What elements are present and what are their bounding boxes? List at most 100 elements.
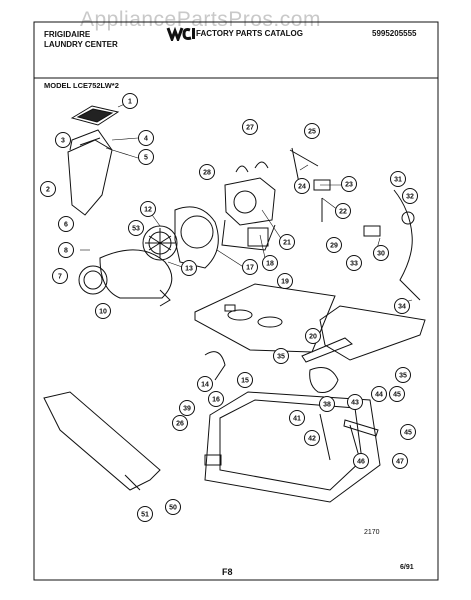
callout-label: 20 [309, 334, 317, 341]
callout-label: 32 [406, 194, 414, 201]
callout-c20: 20 [305, 328, 321, 344]
product-category: LAUNDRY CENTER [44, 40, 118, 49]
lint-filter-part [70, 105, 120, 126]
callout-label: 19 [281, 279, 289, 286]
callout-circle [400, 424, 416, 440]
callout-c18: 18 [262, 255, 278, 271]
callout-circle [208, 391, 224, 407]
callout-c53: 53 [128, 220, 144, 236]
callout-c5: 5 [138, 149, 154, 165]
callout-circle [305, 328, 321, 344]
callout-circle [371, 386, 387, 402]
callout-label: 51 [141, 512, 149, 519]
callout-circle [165, 499, 181, 515]
callout-circle [52, 268, 68, 284]
callout-circle [179, 400, 195, 416]
thermostat-part [204, 351, 226, 381]
callout-label: 10 [99, 309, 107, 316]
callout-circle [304, 123, 320, 139]
callout-circle [138, 149, 154, 165]
callout-c13: 13 [181, 260, 197, 276]
callout-label: 45 [404, 430, 412, 437]
callout-c22: 22 [335, 203, 351, 219]
illustration-number: 2170 [364, 529, 380, 536]
callout-c3: 3 [55, 132, 71, 148]
callout-label: 14 [201, 382, 209, 389]
callout-c45b: 45 [400, 424, 416, 440]
callout-circle [95, 303, 111, 319]
callout-circle [347, 394, 363, 410]
lint-duct-part [67, 139, 113, 216]
duct-ring-part [78, 265, 108, 295]
callout-c2: 2 [40, 181, 56, 197]
callout-circle [242, 119, 258, 135]
blower-housing-part [99, 249, 173, 299]
callout-circle [335, 203, 351, 219]
callout-label: 18 [266, 261, 274, 268]
callout-label: 5 [144, 155, 148, 162]
callout-label: 35 [277, 354, 285, 361]
callout-c1: 1 [122, 93, 138, 109]
callout-circle [319, 396, 335, 412]
callout-label: 4 [144, 136, 148, 143]
callout-circle [294, 178, 310, 194]
callout-c17: 17 [242, 259, 258, 275]
model-number: MODEL LCE752LW*2 [44, 81, 119, 90]
callout-c46: 46 [353, 453, 369, 469]
callout-label: 35 [399, 373, 407, 380]
callout-circle [58, 242, 74, 258]
callout-circle [242, 259, 258, 275]
callout-c35b: 35 [395, 367, 411, 383]
callout-label: 53 [132, 226, 140, 233]
callout-c26: 26 [172, 415, 188, 431]
callout-label: 31 [394, 177, 402, 184]
callout-c42: 42 [304, 430, 320, 446]
callout-c39: 39 [179, 400, 195, 416]
callout-label: 38 [323, 402, 331, 409]
leveling-leg-part [204, 454, 222, 466]
callout-c45a: 45 [389, 386, 405, 402]
catalog-title: FACTORY PARTS CATALOG [196, 29, 303, 38]
fan-scroll-part [174, 206, 219, 269]
callout-label: 24 [298, 184, 306, 191]
callout-c10: 10 [95, 303, 111, 319]
callout-label: 44 [375, 392, 383, 399]
callout-label: 29 [330, 243, 338, 250]
callout-circle [304, 430, 320, 446]
callout-c25: 25 [304, 123, 320, 139]
callout-circle [389, 386, 405, 402]
callout-c50: 50 [165, 499, 181, 515]
callout-c44: 44 [371, 386, 387, 402]
callout-c27: 27 [242, 119, 258, 135]
callout-circle [40, 181, 56, 197]
callout-label: 45 [393, 392, 401, 399]
callout-circle [326, 237, 342, 253]
support-rail-part [301, 337, 353, 363]
callout-label: 21 [283, 240, 291, 247]
drum-roller-part [309, 367, 339, 393]
callout-circle [197, 376, 213, 392]
callout-circle [390, 171, 406, 187]
callout-c51: 51 [137, 506, 153, 522]
callout-label: 46 [357, 459, 365, 466]
callout-label: 8 [64, 248, 68, 255]
callout-circle [237, 372, 253, 388]
callout-circle [137, 506, 153, 522]
callout-c23: 23 [341, 176, 357, 192]
callout-circle [262, 255, 278, 271]
terminal-block-part [363, 225, 381, 237]
callout-label: 28 [203, 170, 211, 177]
callout-label: 2 [46, 187, 50, 194]
callout-label: 23 [345, 182, 353, 189]
callout-circle [394, 298, 410, 314]
callout-circle [395, 367, 411, 383]
callout-label: 15 [241, 378, 249, 385]
callout-c12: 12 [140, 201, 156, 217]
page-number: F8 [222, 567, 233, 577]
callout-label: 34 [398, 304, 406, 311]
callout-label: 1 [128, 99, 132, 106]
callout-c15: 15 [237, 372, 253, 388]
callout-label: 25 [308, 129, 316, 136]
